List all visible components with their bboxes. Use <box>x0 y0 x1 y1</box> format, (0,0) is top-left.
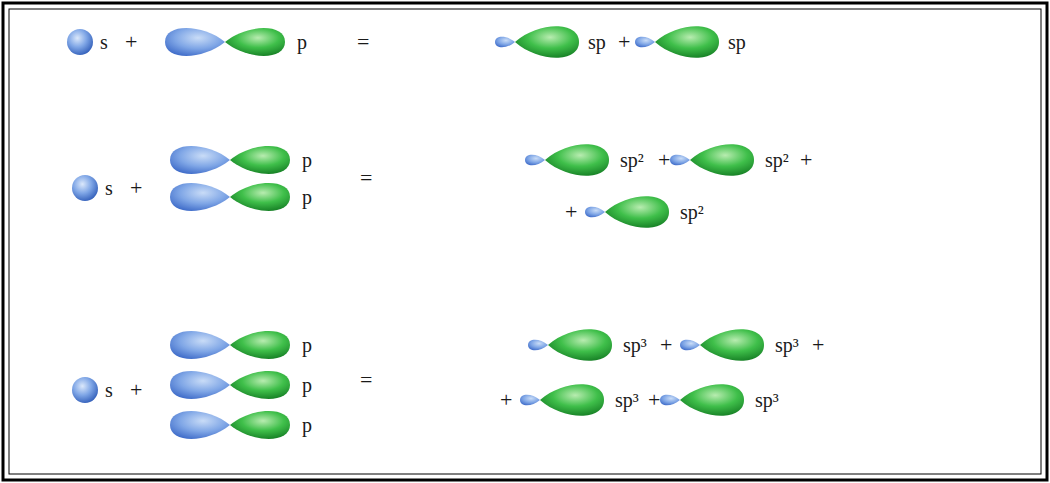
orbital-label: sp³ <box>775 335 799 355</box>
operator-sign: + <box>812 334 824 356</box>
p-orbital <box>170 146 290 174</box>
orbital-label: sp² <box>620 150 644 170</box>
orbital-label: sp <box>588 32 606 52</box>
operator-sign: = <box>357 31 369 53</box>
orbital-label: sp³ <box>623 335 647 355</box>
outer-frame <box>3 3 1047 480</box>
sp2-orbital <box>670 144 754 176</box>
s-orbital <box>67 29 93 55</box>
orbital-label: sp³ <box>755 390 779 410</box>
operator-sign: + <box>648 389 660 411</box>
orbital-label: p <box>302 375 312 395</box>
operator-sign: + <box>565 201 577 223</box>
sp-orbital <box>495 26 579 58</box>
sp3-orbital <box>520 384 604 416</box>
orbital-label: sp² <box>680 202 704 222</box>
sp2-orbital <box>525 144 609 176</box>
inner-frame <box>9 9 1041 474</box>
operator-sign: = <box>360 167 372 189</box>
orbital-label: s <box>100 32 108 52</box>
s-orbital <box>72 175 98 201</box>
operator-sign: + <box>618 31 630 53</box>
orbital-label: sp³ <box>615 390 639 410</box>
sp3-orbital <box>660 384 744 416</box>
orbital-label: sp² <box>765 150 789 170</box>
orbital-label: s <box>105 380 113 400</box>
sp2-orbital <box>585 196 669 228</box>
sp-orbital <box>635 26 719 58</box>
operator-sign: + <box>130 177 142 199</box>
orbital-label: p <box>297 32 307 52</box>
operator-sign: + <box>130 379 142 401</box>
p-orbital <box>170 371 290 399</box>
s-orbital <box>72 377 98 403</box>
operator-sign: = <box>360 369 372 391</box>
orbital-label: p <box>302 187 312 207</box>
p-orbital <box>165 28 285 56</box>
orbital-label: p <box>302 415 312 435</box>
orbital-label: p <box>302 150 312 170</box>
orbital-label: p <box>302 335 312 355</box>
operator-sign: + <box>658 149 670 171</box>
orbital-label: sp <box>728 32 746 52</box>
p-orbital <box>170 183 290 211</box>
sp3-orbital <box>528 329 612 361</box>
orbital-label: s <box>105 178 113 198</box>
p-orbital <box>170 331 290 359</box>
operator-sign: + <box>500 389 512 411</box>
p-orbital <box>170 411 290 439</box>
operator-sign: + <box>660 334 672 356</box>
sp3-orbital <box>680 329 764 361</box>
operator-sign: + <box>800 149 812 171</box>
operator-sign: + <box>125 31 137 53</box>
